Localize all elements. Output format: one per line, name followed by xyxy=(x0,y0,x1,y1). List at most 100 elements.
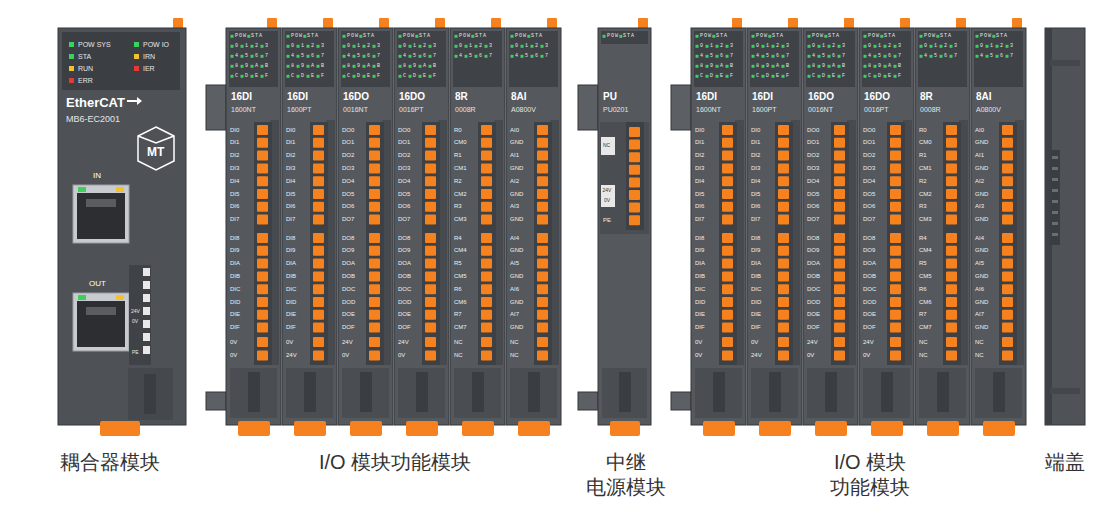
release-tab xyxy=(1012,18,1022,29)
status-led xyxy=(752,35,755,38)
channel-led xyxy=(864,65,867,68)
terminal-name: DOC xyxy=(863,286,876,292)
terminal xyxy=(722,202,733,212)
terminal-name: DOB xyxy=(807,273,820,279)
latch-slot xyxy=(304,372,316,412)
terminal-name: R0 xyxy=(919,127,927,133)
terminal-name: DIA xyxy=(230,260,240,266)
terminal-name: DI3 xyxy=(286,165,295,171)
channel-led xyxy=(976,45,979,48)
latch-area xyxy=(751,368,798,418)
terminal-name: DO3 xyxy=(398,165,410,171)
terminal-name: DI1 xyxy=(695,139,704,145)
port-name: OUT xyxy=(89,280,106,288)
module-housing xyxy=(747,28,802,425)
terminal xyxy=(425,151,436,161)
release-tab xyxy=(547,18,557,29)
ethernet-port-frame xyxy=(73,293,129,351)
terminal-name: CM3 xyxy=(454,216,467,222)
power-terminal xyxy=(143,294,150,302)
terminal-name: DI6 xyxy=(286,203,295,209)
power-module: PUPU0201 xyxy=(598,28,651,425)
terminal xyxy=(946,176,957,186)
io-module: 16DO0016PT xyxy=(859,28,914,425)
terminal-name: DI5 xyxy=(230,191,239,197)
group-caption: I/O 模块功能模块 xyxy=(319,450,471,475)
terminal-name: DI8 xyxy=(230,235,239,241)
terminal xyxy=(834,284,845,294)
channel-led xyxy=(231,45,234,48)
terminal-name: DOC xyxy=(807,286,820,292)
terminal-name: DO1 xyxy=(863,139,875,145)
terminal-name: GND xyxy=(510,247,523,253)
channel-led xyxy=(976,55,979,58)
terminal xyxy=(313,125,324,135)
release-tab xyxy=(788,18,798,29)
locking-lever xyxy=(100,421,140,436)
terminal-name: DO0 xyxy=(807,127,819,133)
terminal-name: DI2 xyxy=(751,152,760,158)
status-led xyxy=(808,35,811,38)
terminal xyxy=(629,203,640,213)
terminal xyxy=(481,215,492,225)
model-number: A0800V xyxy=(976,106,1001,113)
terminal xyxy=(834,202,845,212)
terminal-name: 0V xyxy=(751,339,758,345)
channel-led-number: C D E F xyxy=(235,74,270,79)
terminal xyxy=(946,125,957,135)
grip-ridge xyxy=(1052,167,1058,170)
terminal xyxy=(722,215,733,225)
terminal xyxy=(722,233,733,243)
terminal-name: DO9 xyxy=(863,247,875,253)
terminal-name: DO4 xyxy=(863,178,875,184)
ethernet-port-socket xyxy=(77,301,125,347)
latch-area xyxy=(342,368,389,418)
terminal-name: GND xyxy=(975,273,988,279)
terminal xyxy=(425,138,436,148)
terminal-name: AI1 xyxy=(975,152,984,158)
din-rail-clip xyxy=(206,392,226,410)
latch-area xyxy=(602,368,647,418)
terminal-name: CM4 xyxy=(454,247,467,253)
terminal xyxy=(722,151,733,161)
terminal xyxy=(834,351,845,361)
module-name: 8AI xyxy=(511,92,527,102)
led-window xyxy=(862,31,911,87)
terminal-name: 0V xyxy=(604,198,610,203)
channel-led xyxy=(864,75,867,78)
terminal-name: DOE xyxy=(342,311,355,317)
terminal xyxy=(257,284,268,294)
model-number: 0016PT xyxy=(864,106,889,113)
terminal xyxy=(834,189,845,199)
terminal xyxy=(778,337,789,347)
latch-slot xyxy=(619,372,631,412)
latch-slot xyxy=(360,372,372,412)
terminal xyxy=(1002,323,1013,333)
status-led xyxy=(287,35,290,38)
terminal xyxy=(946,351,957,361)
terminal xyxy=(313,202,324,212)
terminal-name: DI2 xyxy=(695,152,704,158)
terminal-name: AI1 xyxy=(510,152,519,158)
terminal xyxy=(481,125,492,135)
terminal xyxy=(425,337,436,347)
terminal-name: 0V xyxy=(132,319,138,324)
terminal-name: AI7 xyxy=(975,311,984,317)
terminal-name: R6 xyxy=(454,286,462,292)
module-housing xyxy=(506,28,561,425)
terminal xyxy=(537,138,548,148)
status-led xyxy=(511,35,514,38)
terminal xyxy=(313,310,324,320)
terminal-name: NC xyxy=(603,143,610,148)
led-header: POW STA xyxy=(756,34,784,39)
locking-lever xyxy=(406,421,438,436)
terminal-bed xyxy=(719,122,737,365)
model-number: 1600NT xyxy=(696,106,721,113)
terminal-name: DI1 xyxy=(230,139,239,145)
terminal-name: DO9 xyxy=(807,247,819,253)
terminal xyxy=(1002,202,1013,212)
terminal-name: 24V xyxy=(863,339,874,345)
terminal-name: CM5 xyxy=(454,273,467,279)
module-name: 16DO xyxy=(399,92,425,102)
channel-led xyxy=(696,45,699,48)
